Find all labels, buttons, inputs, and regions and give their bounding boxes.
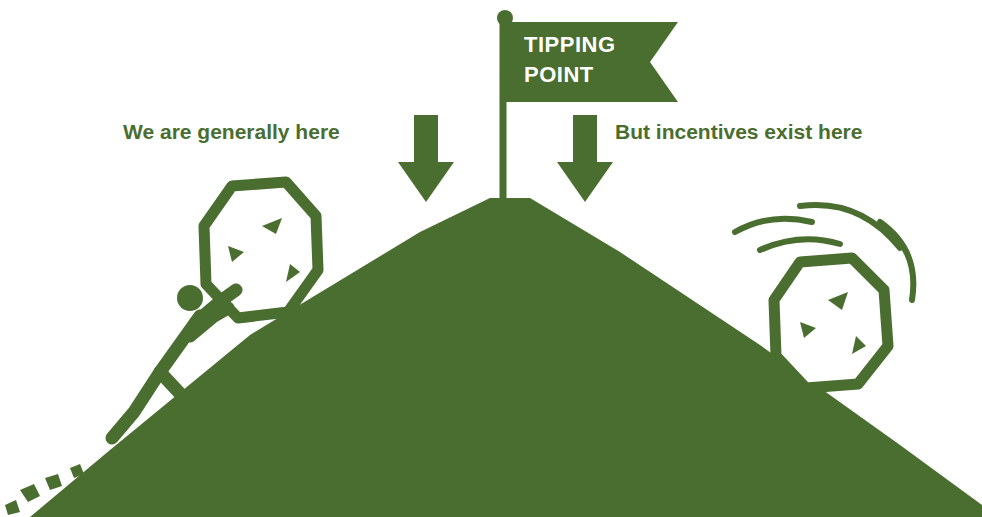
rolling-boulder	[774, 258, 888, 388]
flag-pole	[500, 18, 507, 200]
pointer-arrow	[398, 115, 454, 202]
flag-banner: TIPPING POINT	[506, 22, 678, 102]
pushing-figure	[112, 290, 236, 440]
flag-text: TIPPING POINT	[524, 30, 644, 90]
pointer-arrow	[557, 115, 613, 202]
pebbles	[5, 464, 84, 515]
mountain	[30, 198, 982, 517]
pointer-label: But incentives exist here	[615, 120, 862, 144]
pointer-label: We are generally here	[123, 120, 340, 144]
figure-head	[177, 285, 203, 311]
motion-lines	[735, 205, 913, 300]
flag-outline	[506, 22, 678, 102]
